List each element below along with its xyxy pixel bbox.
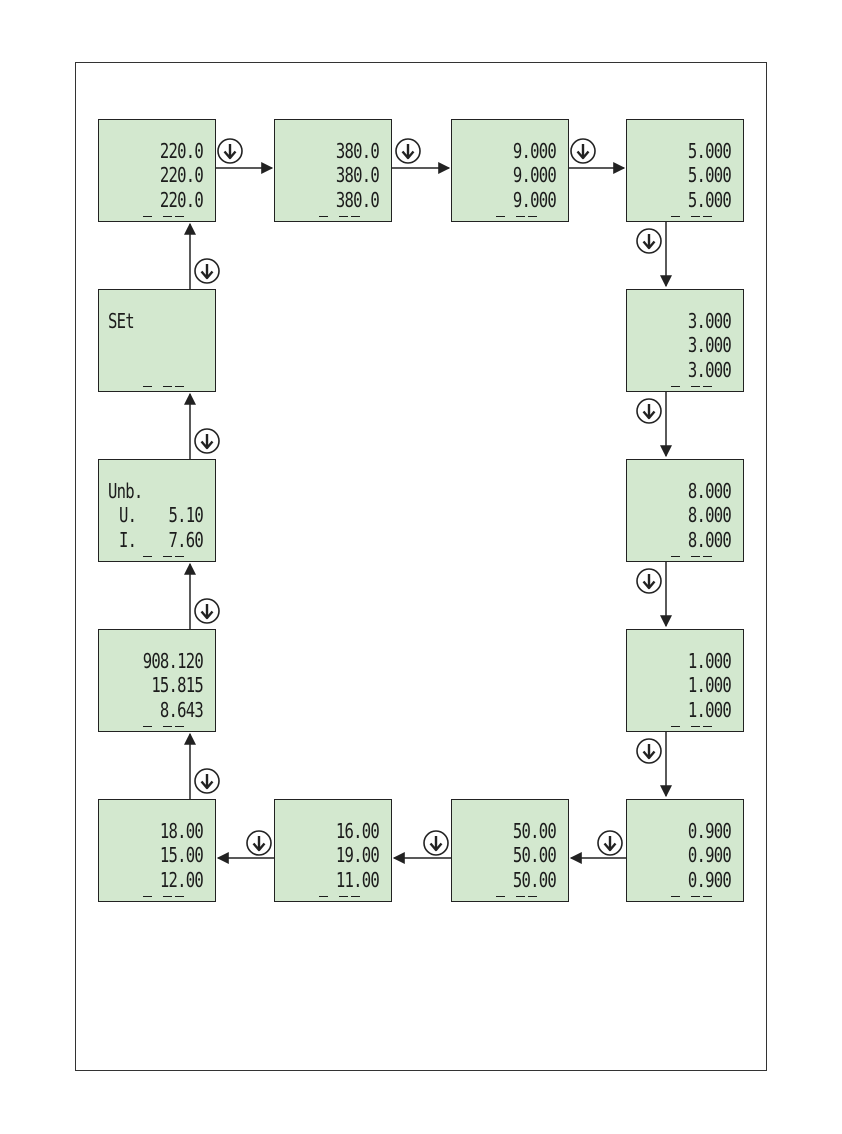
down-arrow-circle-icon [195,259,219,283]
down-arrow-circle-icon [637,739,661,763]
down-arrow-circle-icon [195,599,219,623]
down-arrow-circle-icon [195,769,219,793]
down-arrow-circle-icon [396,139,420,163]
down-arrow-circle-icon [247,831,271,855]
down-arrow-circle-icon [598,831,622,855]
down-arrow-circle-icon [195,429,219,453]
down-arrow-circle-icon [637,229,661,253]
down-arrow-circle-icon [218,139,242,163]
down-arrow-circle-icon [424,831,448,855]
down-arrow-circle-icon [571,139,595,163]
down-arrow-circle-icon [637,399,661,423]
down-arrow-circle-icon [637,569,661,593]
